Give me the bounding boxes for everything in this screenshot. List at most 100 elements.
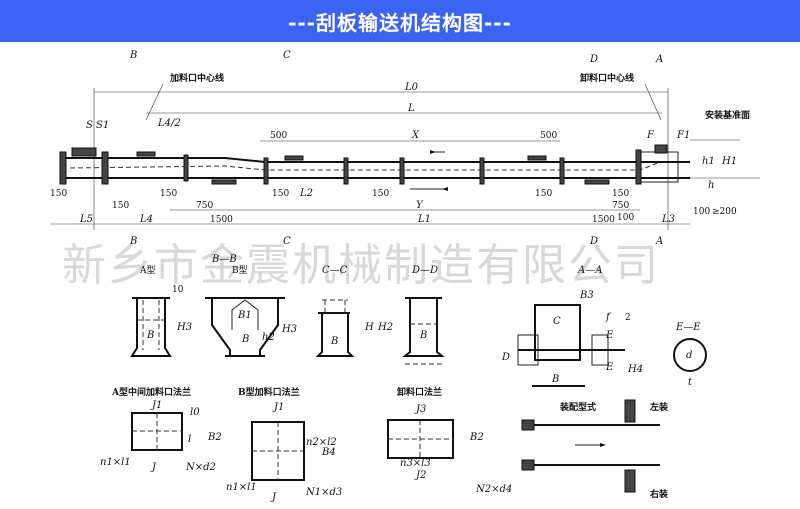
label-H3: H3 <box>176 322 192 333</box>
dim-Y: Y <box>416 200 424 211</box>
dim-750-right: 750 <box>612 201 629 211</box>
dim-L3: L3 <box>661 214 675 225</box>
label-n1xl1: n1×l1 <box>100 457 131 468</box>
label-B2: B2 <box>207 432 222 443</box>
assembly-right: 右装 <box>649 488 669 500</box>
section-title-type-b: B型 <box>232 265 248 276</box>
label-B-aa: B <box>551 374 559 385</box>
install-datum-label: 安装基准面 <box>705 109 750 121</box>
label-n2xl2: n2×l2 <box>306 437 337 448</box>
label-J2: J2 <box>414 470 426 481</box>
dim-L1: L1 <box>417 214 431 225</box>
dim-F: F <box>646 130 655 141</box>
section-mark-a: A <box>655 54 663 65</box>
label-J: J <box>150 462 157 473</box>
dim-150-g: 150 <box>612 189 629 199</box>
label-10: 10 <box>172 285 184 295</box>
label-Nxd2: N×d2 <box>185 462 216 473</box>
label-B: B <box>146 330 154 341</box>
feed-centerline-label: 加料口中心线 <box>169 72 224 84</box>
label-B-dd: B <box>419 330 427 341</box>
section-title-c-c: C—C <box>322 265 348 276</box>
label-J3: J3 <box>414 404 426 415</box>
dim-h: h <box>708 180 714 191</box>
label-B1: B1 <box>237 310 252 321</box>
label-n3xl3: n3×l3 <box>400 458 431 469</box>
main-elevation-view: 加料口中心线 卸料口中心线 安装基准面 L0 L S S1 L4/2 500 X… <box>50 72 760 230</box>
label-f: f <box>605 312 612 323</box>
dim-F1: F1 <box>676 130 690 141</box>
dim-150-b: 150 <box>112 201 129 211</box>
section-title-a-a: A—A <box>577 265 602 276</box>
label-H4: H4 <box>627 364 643 375</box>
dim-150-c: 150 <box>160 189 177 199</box>
dim-1500-left: 1500 <box>210 215 233 225</box>
label-E-bottom: E <box>605 362 614 373</box>
dim-L: L <box>407 103 415 114</box>
label-l0: l0 <box>190 407 200 418</box>
dim-150-d: 150 <box>272 189 289 199</box>
title-banner: ---刮板输送机结构图--- <box>0 0 800 42</box>
dim-h1: h1 <box>702 156 715 167</box>
dim-150-a: 150 <box>50 189 67 199</box>
label-B-cc: B <box>330 336 338 347</box>
label-J1: J1 <box>150 400 162 411</box>
dim-L4: L4 <box>139 214 153 225</box>
dim-H1: H1 <box>721 156 737 167</box>
section-marks: B C D A B C D A <box>129 50 663 247</box>
dim-ge200: ≥200 <box>712 207 737 217</box>
b-type-flange-title: B型加料口法兰 <box>238 386 300 398</box>
label-B-btype: B <box>241 334 249 345</box>
cross-sections: B—B A型 B型 C—C D—D A—A E—E B H3 10 B1 B H… <box>130 254 707 388</box>
section-mark-a-bottom: A <box>655 236 663 247</box>
section-mark-c-bottom: C <box>283 236 291 247</box>
label-l: l <box>188 434 191 445</box>
label-B4: B4 <box>321 447 336 458</box>
assembly-left: 左装 <box>649 401 669 413</box>
discharge-flange-title: 卸料口法兰 <box>397 386 442 398</box>
label-2: 2 <box>625 313 631 323</box>
dim-1500-right: 1500 <box>592 215 615 225</box>
label-d: d <box>686 350 692 361</box>
label-D: D <box>501 352 510 363</box>
label-E-top: E <box>605 330 614 341</box>
section-mark-b-bottom: B <box>129 236 137 247</box>
section-mark-b: B <box>129 50 137 61</box>
label-H: H <box>364 322 374 333</box>
dim-L5: L5 <box>79 214 93 225</box>
section-mark-c: C <box>283 50 291 61</box>
dim-500-left: 500 <box>270 131 287 141</box>
section-mark-d: D <box>589 54 598 65</box>
section-title-e-e: E—E <box>675 322 701 333</box>
label-J-b: J <box>270 492 277 503</box>
label-B2-d: B2 <box>469 432 484 443</box>
label-N2xd4: N2×d4 <box>475 484 512 495</box>
label-t: t <box>688 377 693 388</box>
section-title-type-a: A型 <box>139 265 156 276</box>
label-J1-b: J1 <box>272 402 284 413</box>
dim-500-right: 500 <box>540 131 557 141</box>
page-title: ---刮板输送机结构图--- <box>288 10 512 35</box>
watermark: 新乡市金震机械制造有限公司 <box>62 240 660 291</box>
flange-details: A型中间加料口法兰 B型加料口法兰 卸料口法兰 J1 J l0 B2 l n1×… <box>100 386 512 503</box>
dim-X: X <box>411 130 420 141</box>
dim-100-b: 100 <box>693 207 710 217</box>
label-H3-btype: H3 <box>281 324 297 335</box>
dim-150-e: 150 <box>372 189 389 199</box>
dim-L4-half: L4/2 <box>157 118 181 129</box>
label-h2: h2 <box>262 332 275 343</box>
a-type-flange-title: A型中间加料口法兰 <box>111 386 191 398</box>
section-title-d-d: D—D <box>411 265 438 276</box>
discharge-centerline-label: 卸料口中心线 <box>580 72 634 84</box>
label-B3: B3 <box>579 290 594 301</box>
dim-150-f: 150 <box>535 189 552 199</box>
dim-100-a: 100 <box>617 213 634 223</box>
label-n1xl1-b: n1×l1 <box>226 482 257 493</box>
label-N1xd3: N1×d3 <box>305 487 342 498</box>
section-title-b-b: B—B <box>211 254 237 265</box>
trough-flanges <box>183 154 565 185</box>
dim-750-left: 750 <box>196 201 213 211</box>
assembly-types: 装配型式 左装 右装 <box>521 399 669 500</box>
dim-S1: S1 <box>96 120 109 131</box>
